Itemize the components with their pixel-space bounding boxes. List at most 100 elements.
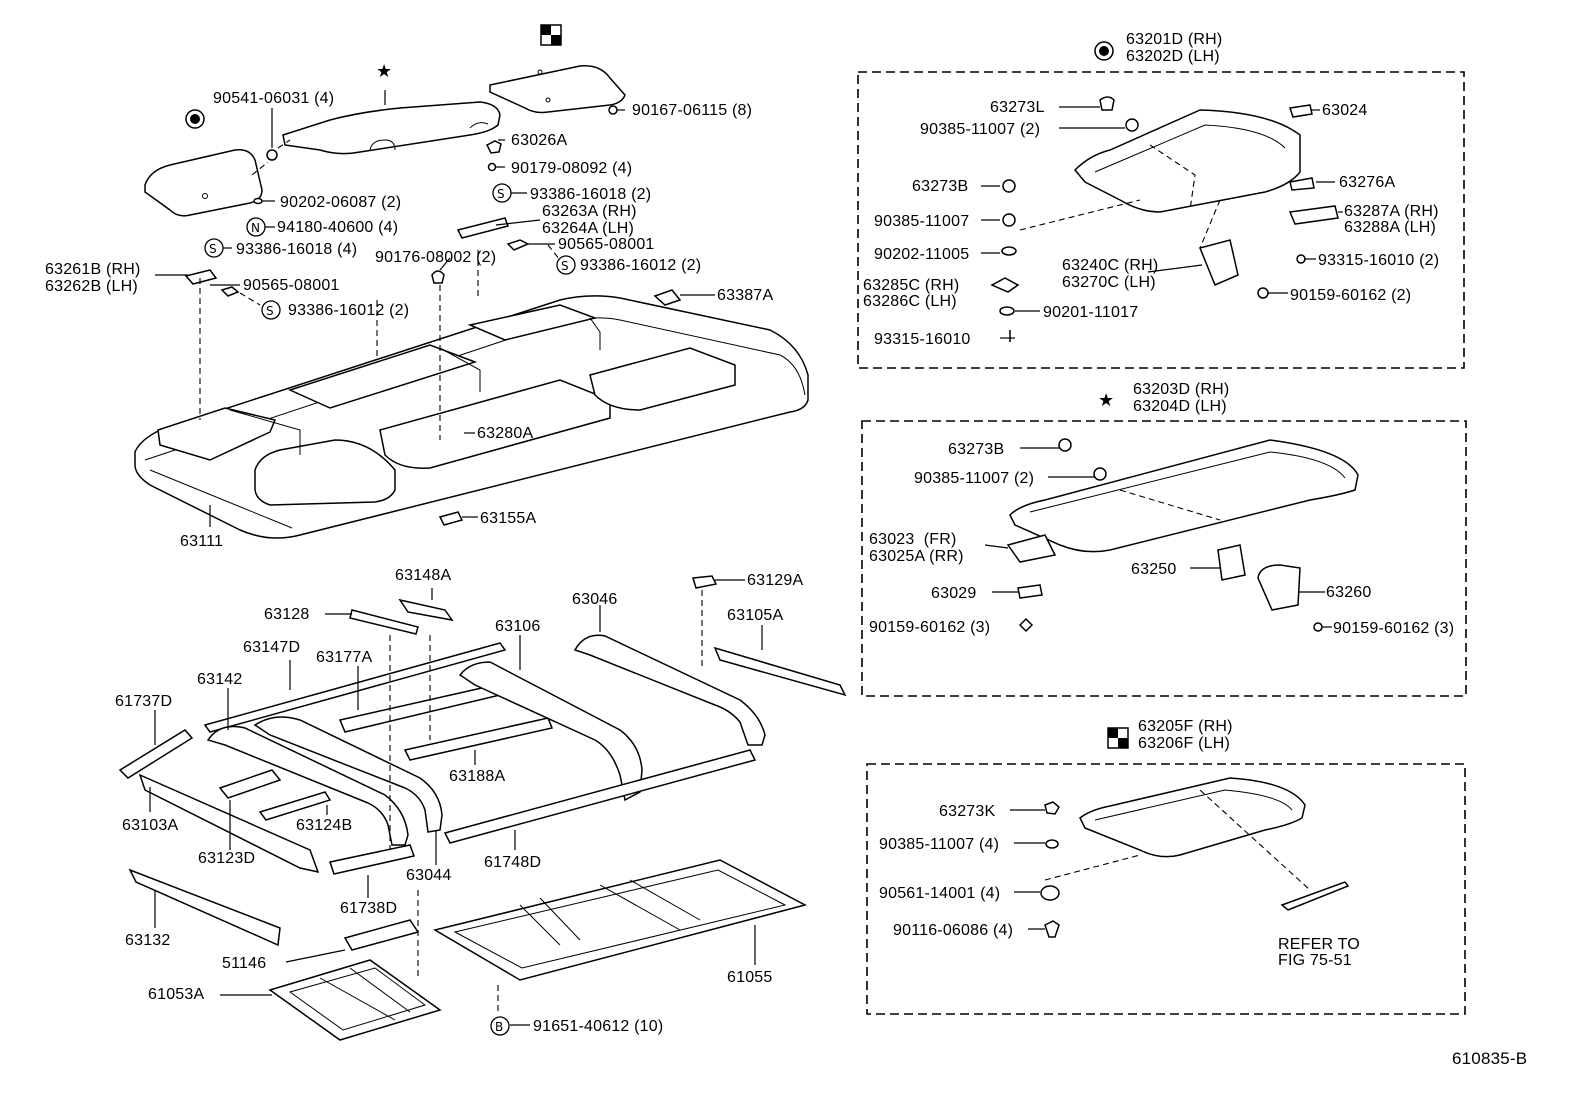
- part-label: 63273K: [939, 803, 996, 820]
- sunvisor-panel-rear: [489, 65, 626, 114]
- circle-n-letter: N: [251, 221, 260, 235]
- part-label: 93386-16018 (2): [530, 186, 652, 203]
- part-label: 90159-60162 (2): [1290, 287, 1412, 304]
- part-label: 63263A (RH): [542, 203, 637, 220]
- part-label: 63029: [931, 585, 977, 602]
- part-label: 63288A (LH): [1344, 219, 1437, 236]
- part-label: 63273L: [990, 99, 1045, 116]
- part-label: 63103A: [122, 817, 179, 834]
- part-label: 90541-06031 (4): [213, 90, 335, 107]
- figure-code: 610835-B: [1452, 1049, 1528, 1068]
- part-label: 63270C (LH): [1062, 274, 1156, 291]
- part-label: 93315-16010: [874, 331, 971, 348]
- part-label: 63287A (RH): [1344, 203, 1439, 220]
- sunroof-frames: [268, 859, 808, 1041]
- part-label: 63280A: [477, 425, 534, 442]
- visor-front-assembly: [990, 96, 1339, 342]
- part-label: 93386-16012 (2): [288, 302, 410, 319]
- part-label: 90565-08001: [558, 236, 655, 253]
- part-label: 61748D: [484, 854, 542, 871]
- star-mark-box2: ★: [1098, 390, 1115, 411]
- part-label: 90385-11007 (4): [879, 836, 1000, 853]
- assembly-title: 63204D (LH): [1133, 398, 1227, 415]
- part-label: 63261B (RH): [45, 261, 141, 278]
- part-label: 90167-06115 (8): [632, 102, 753, 119]
- part-label: 63023 (FR): [869, 531, 957, 548]
- part-label: 63046: [572, 591, 618, 608]
- part-label: 90176-08002 (2): [375, 249, 497, 266]
- part-label: 63024: [1322, 102, 1368, 119]
- part-label: 61738D: [340, 900, 398, 917]
- part-label: 61055: [727, 969, 773, 986]
- part-label: 90565-08001: [243, 277, 340, 294]
- part-label: 90202-11005: [874, 246, 970, 263]
- visor-center-assembly: [1006, 438, 1359, 633]
- visor-rear-assembly: [1040, 777, 1350, 938]
- part-label: 63132: [125, 932, 171, 949]
- part-label: 63264A (LH): [542, 220, 635, 237]
- part-label: 63240C (RH): [1062, 257, 1159, 274]
- box-visor-front-frame: [857, 71, 1465, 369]
- checker-mark-box3: [1107, 727, 1129, 749]
- part-label: 63188A: [449, 768, 506, 785]
- part-label: 63105A: [727, 607, 784, 624]
- part-label: 63123D: [198, 850, 256, 867]
- part-label: 63026A: [511, 132, 568, 149]
- assembly-title: 63205F (RH): [1138, 718, 1233, 735]
- dot-mark-box1: [1094, 41, 1114, 61]
- part-label: 90159-60162 (3): [869, 619, 991, 636]
- dot-mark-left: [185, 109, 205, 129]
- box-visor-center-frame: [861, 420, 1467, 697]
- sunvisor-panel-center: [266, 101, 501, 161]
- part-label: 63155A: [480, 510, 537, 527]
- part-label: 61737D: [115, 693, 173, 710]
- part-label: 63148A: [395, 567, 452, 584]
- part-label: 63273B: [948, 441, 1005, 458]
- part-label: 63044: [406, 867, 452, 884]
- part-label: 90385-11007 (2): [914, 470, 1035, 487]
- part-label: 63142: [197, 671, 243, 688]
- circle-n-mark: [246, 217, 266, 237]
- part-label: 63128: [264, 606, 310, 623]
- part-label: 63147D: [243, 639, 301, 656]
- part-label: 91651-40612 (10): [533, 1018, 664, 1035]
- circle-b-letter: B: [495, 1020, 504, 1034]
- part-label: 63124B: [296, 817, 353, 834]
- part-label: 90385-11007: [874, 213, 970, 230]
- part-label: 63285C (RH): [863, 277, 960, 294]
- part-label: 90201-11017: [1043, 304, 1139, 321]
- leader-lines-left: [149, 90, 763, 1026]
- circle-s-marks: [204, 183, 576, 320]
- part-label: 63276A: [1339, 174, 1396, 191]
- part-label: 90116-06086 (4): [893, 922, 1014, 939]
- assembly-title: 63202D (LH): [1126, 48, 1220, 65]
- refer-note: FIG 75-51: [1278, 952, 1352, 969]
- part-label: 63387A: [717, 287, 774, 304]
- part-label: 90179-08092 (4): [511, 160, 633, 177]
- circle-s-letter: S: [209, 242, 217, 256]
- part-label: 63273B: [912, 178, 969, 195]
- part-label: 90202-06087 (2): [280, 194, 402, 211]
- checker-mark-top: [540, 24, 562, 46]
- part-label: 63250: [1131, 561, 1177, 578]
- assembly-title: 63201D (RH): [1126, 31, 1223, 48]
- part-label: 61053A: [148, 986, 205, 1003]
- part-label: 90159-60162 (3): [1333, 620, 1455, 637]
- part-label: 63129A: [747, 572, 804, 589]
- roof-panel: [134, 295, 809, 539]
- star-mark-top: ★: [376, 61, 393, 82]
- part-label: 93315-16010 (2): [1318, 252, 1440, 269]
- assembly-title: 63203D (RH): [1133, 381, 1230, 398]
- circle-b-mark: [490, 1016, 510, 1036]
- part-label: 94180-40600 (4): [277, 219, 399, 236]
- part-label: 63111: [180, 533, 224, 550]
- part-label: 63286C (LH): [863, 293, 957, 310]
- box-visor-rear-frame: [866, 763, 1466, 1015]
- circle-s-letter: S: [561, 259, 569, 273]
- part-label: 93386-16012 (2): [580, 257, 702, 274]
- part-label: 63262B (LH): [45, 278, 138, 295]
- leader-lines-right: [981, 106, 1343, 930]
- refer-note: REFER TO: [1278, 936, 1360, 953]
